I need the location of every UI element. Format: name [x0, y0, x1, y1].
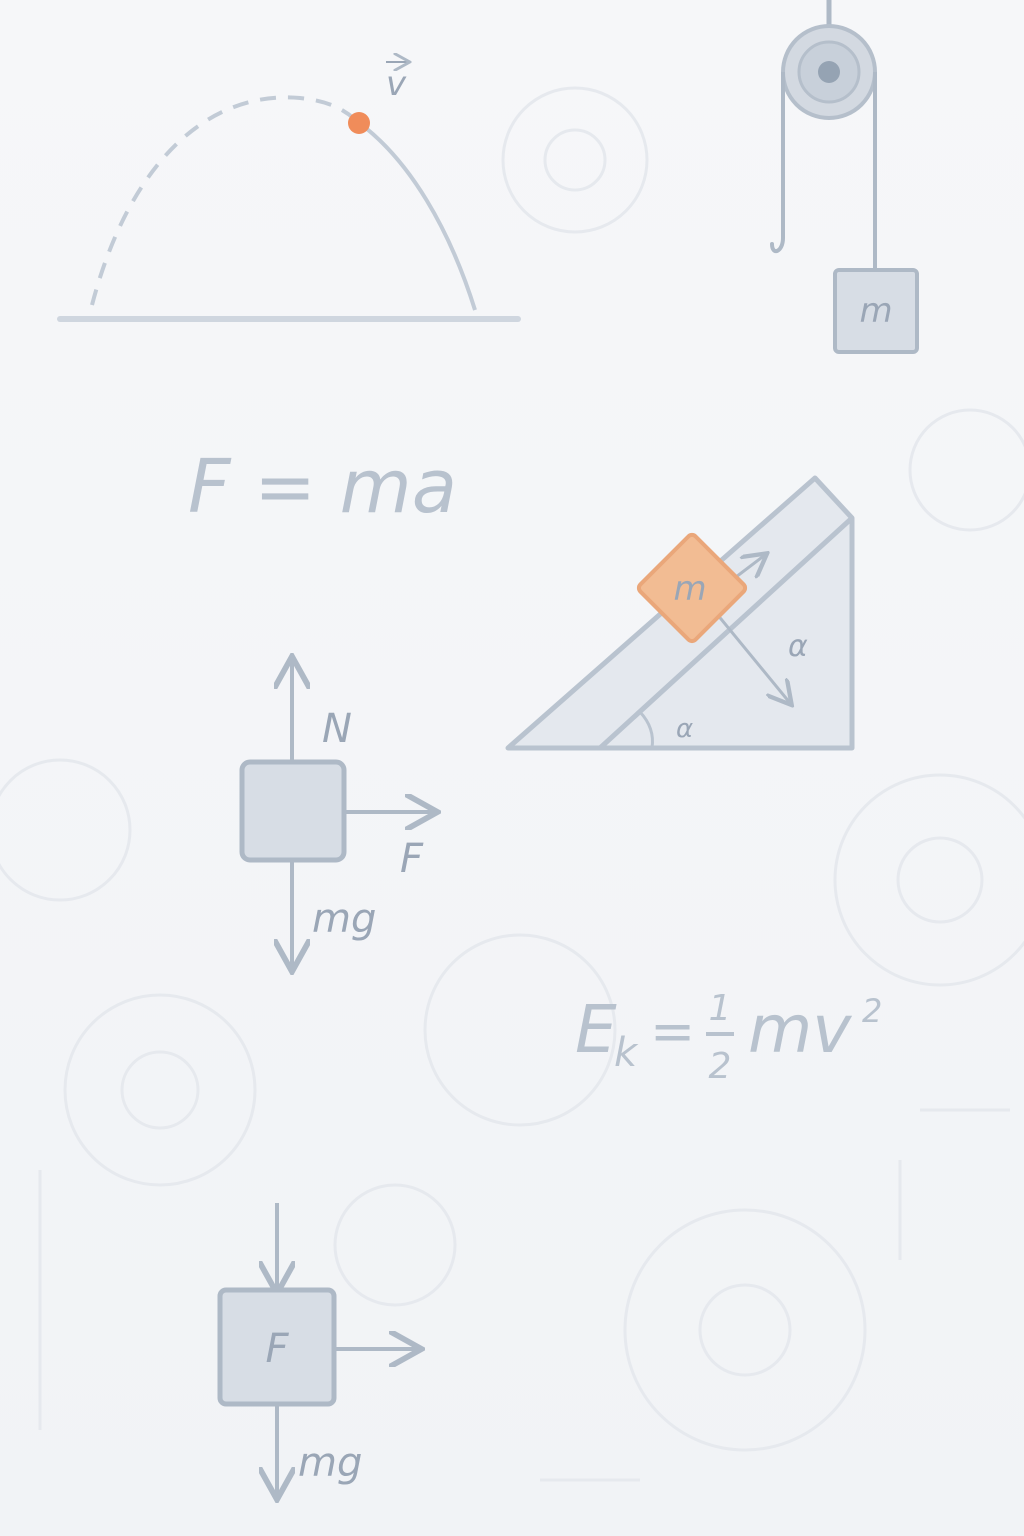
incline-block-label: m: [673, 569, 706, 609]
trajectory-dashed: [90, 95, 360, 306]
kinetic-energy-equation: E k = 1 2 mv 2: [575, 988, 882, 1087]
newton-equation: F = ma: [188, 444, 457, 530]
pulley-diagram: m: [770, 0, 919, 354]
hook: [770, 236, 785, 254]
svg-text:1: 1: [709, 988, 732, 1029]
hanging-mass-label: m: [859, 291, 892, 331]
svg-text:k: k: [614, 1030, 639, 1076]
applied-force-label: F: [400, 836, 424, 882]
block: [239, 759, 347, 863]
normal-force-label: N: [322, 706, 352, 752]
projectile-ball: [348, 112, 370, 134]
svg-text:2: 2: [709, 1046, 732, 1087]
background-pattern: [0, 86, 1024, 1482]
svg-text:=: =: [650, 1000, 695, 1063]
angle-label-bottom: α: [676, 714, 693, 744]
svg-text:E: E: [575, 991, 617, 1068]
incline-block: [636, 532, 748, 644]
angle-label-right: α: [788, 629, 808, 664]
pulley-axle: [818, 61, 840, 83]
incline-diagram: α α m: [505, 475, 855, 751]
weight-label: mg: [312, 896, 376, 942]
trajectory-solid: [356, 120, 477, 311]
block-2-label: F: [265, 1326, 289, 1372]
velocity-label: v: [386, 64, 407, 104]
hanging-mass: [833, 268, 919, 354]
svg-text:mv: mv: [748, 991, 852, 1068]
incline-gravity-arrow: [710, 607, 790, 703]
weight-label-2: mg: [298, 1440, 362, 1486]
svg-text:2: 2: [862, 992, 882, 1030]
angle-arc: [638, 710, 654, 749]
free-body-diagram-2: F mg: [217, 1203, 418, 1496]
projectile-diagram: v: [57, 62, 521, 322]
free-body-diagram-1: N F mg: [239, 660, 434, 968]
